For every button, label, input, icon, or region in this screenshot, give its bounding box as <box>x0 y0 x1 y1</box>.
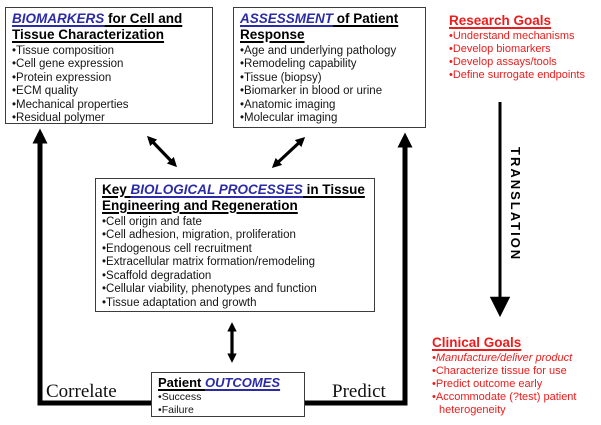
clinical-goals-title: Clinical Goals <box>432 335 522 350</box>
biological-processes-box: Key BIOLOGICAL PROCESSES in Tissue Engin… <box>95 178 375 312</box>
biomarkers-list: Tissue composition Cell gene expression … <box>12 45 206 126</box>
list-item: ECM quality <box>12 85 206 98</box>
processes-title-rest: in Tissue Engineering and Regeneration <box>102 182 365 213</box>
assessment-title-rest: of Patient Response <box>240 11 399 42</box>
assessment-title-emphasis: ASSESSMENT <box>240 11 334 26</box>
processes-title-pre: Key <box>102 182 131 197</box>
research-goals-section: Research Goals Understand mechanisms Dev… <box>449 13 601 82</box>
list-item: Cell gene expression <box>12 58 206 71</box>
biomarkers-box-title: BIOMARKERS for Cell and Tissue Character… <box>12 11 206 43</box>
processes-box-title: Key BIOLOGICAL PROCESSES in Tissue Engin… <box>102 182 368 214</box>
biomarkers-title-emphasis: BIOMARKERS <box>12 11 105 26</box>
correlate-arrow <box>32 128 153 406</box>
predict-label: Predict <box>332 381 386 402</box>
list-item: Cell origin and fate <box>102 216 368 229</box>
biomarkers-title-rest: for Cell and Tissue Characterization <box>12 11 183 42</box>
list-item: Mechanical properties <box>12 99 206 112</box>
list-item: Tissue composition <box>12 45 206 58</box>
list-item: Accommodate (?test) patient heterogeneit… <box>432 391 601 417</box>
list-item: Develop assays/tools <box>449 56 601 69</box>
assessment-box: ASSESSMENT of Patient Response Age and u… <box>233 7 426 128</box>
processes-title-emphasis: BIOLOGICAL PROCESSES <box>130 182 303 197</box>
research-goals-title: Research Goals <box>449 13 552 28</box>
patient-outcomes-box: Patient OUTCOMES Success Failure <box>151 372 305 417</box>
biomarkers-processes-arrow <box>147 135 177 168</box>
list-item: Develop biomarkers <box>449 43 601 56</box>
list-item: Age and underlying pathology <box>240 45 419 58</box>
correlate-label: Correlate <box>46 381 117 402</box>
list-item: Cell adhesion, migration, proliferation <box>102 229 368 242</box>
list-item: Understand mechanisms <box>449 30 601 43</box>
list-item: Extracellular matrix formation/remodelin… <box>102 256 368 269</box>
list-item: Tissue (biopsy) <box>240 72 419 85</box>
clinical-goals-list: Manufacture/deliver product Characterize… <box>432 352 601 417</box>
outcomes-box-title: Patient OUTCOMES <box>158 375 298 390</box>
list-item: Cellular viability, phenotypes and funct… <box>102 283 368 296</box>
list-item: Manufacture/deliver product <box>432 352 601 365</box>
list-item: Tissue adaptation and growth <box>102 297 368 310</box>
predict-arrow <box>303 132 413 406</box>
clinical-goals-section: Clinical Goals Manufacture/deliver produ… <box>432 335 601 417</box>
list-item: Predict outcome early <box>432 378 601 391</box>
assessment-processes-arrow <box>271 137 306 168</box>
list-item: Characterize tissue for use <box>432 365 601 378</box>
list-item: Anatomic imaging <box>240 99 419 112</box>
assessment-box-title: ASSESSMENT of Patient Response <box>240 11 419 43</box>
list-item: Define surrogate endpoints <box>449 69 601 82</box>
outcomes-title-emphasis: OUTCOMES <box>204 375 281 390</box>
list-item: Scaffold degradation <box>102 270 368 283</box>
processes-list: Cell origin and fate Cell adhesion, migr… <box>102 216 368 310</box>
outcomes-list: Success Failure <box>158 391 298 416</box>
list-item: Biomarker in blood or urine <box>240 85 419 98</box>
list-item: Remodeling capability <box>240 58 419 71</box>
outcomes-title-pre: Patient <box>158 375 205 390</box>
research-goals-list: Understand mechanisms Develop biomarkers… <box>449 30 601 82</box>
list-item: Success <box>158 391 298 404</box>
assessment-list: Age and underlying pathology Remodeling … <box>240 45 419 126</box>
list-item: Residual polymer <box>12 112 206 125</box>
list-item: Endogenous cell recruitment <box>102 243 368 256</box>
list-item: Molecular imaging <box>240 112 419 125</box>
biomarkers-box: BIOMARKERS for Cell and Tissue Character… <box>5 7 213 124</box>
list-item: Protein expression <box>12 72 206 85</box>
translation-label: TRANSLATION <box>508 147 523 262</box>
list-item: Failure <box>158 404 298 417</box>
